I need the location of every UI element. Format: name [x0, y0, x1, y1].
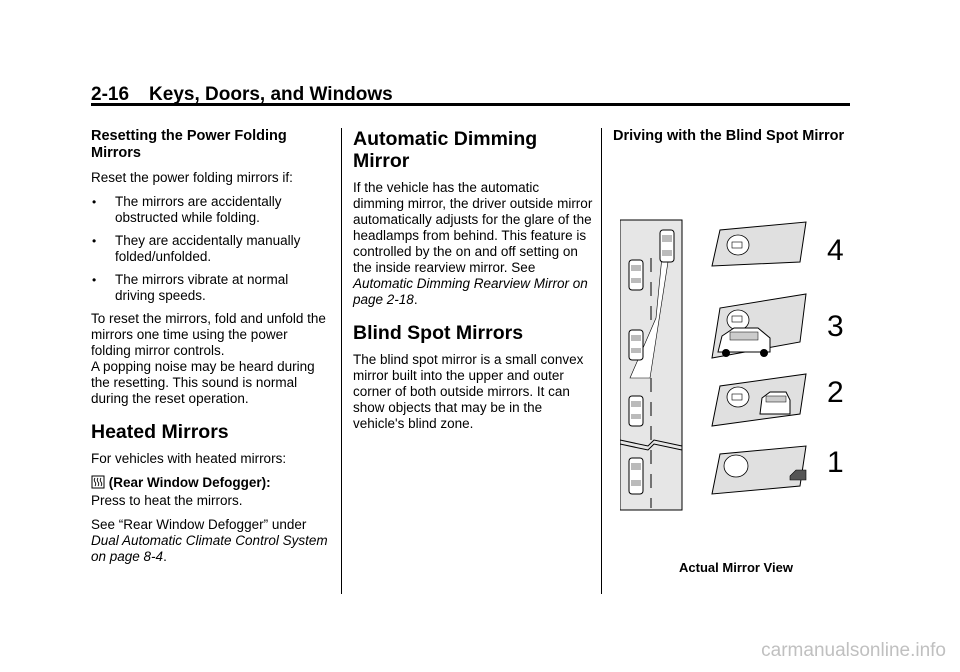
bullet-icon: •	[92, 234, 97, 248]
mirror-view-4	[711, 221, 807, 267]
mirror-number-3: 3	[827, 310, 844, 343]
reset-paragraph: To reset the mirrors, fold and unfold th…	[91, 311, 326, 358]
car-icon	[628, 457, 644, 495]
mirror-view-3	[711, 293, 807, 359]
car-icon	[628, 259, 644, 291]
road-break	[619, 439, 683, 447]
blind-spot-illustration: 4 3 2 1	[619, 218, 850, 512]
list-item: •The mirrors are accidentally obstructed…	[92, 194, 282, 225]
heated-intro: For vehicles with heated mirrors:	[91, 451, 287, 466]
defog-label: (Rear Window Defogger):	[108, 475, 271, 490]
page-number: 2-16	[91, 84, 130, 105]
reset-intro: Reset the power folding mirrors if:	[91, 170, 293, 185]
bullet-icon: •	[92, 273, 97, 287]
list-item: •They are accidentally manually folded/u…	[92, 233, 301, 264]
column-divider-1	[341, 128, 342, 594]
mirror-view-1	[711, 445, 807, 495]
auto-dimming-link[interactable]: Automatic Dimming Rearview Mirror on pag…	[353, 276, 588, 307]
column-2: Automatic Dimming Mirror If the vehicle …	[353, 128, 593, 440]
popping-paragraph: A popping noise may be heard during the …	[91, 359, 315, 406]
car-icon	[628, 329, 644, 361]
watermark: carmanualsonline.info	[761, 640, 946, 661]
column-1: Resetting the Power Folding Mirrors Rese…	[91, 128, 331, 573]
see-paragraph: See “Rear Window Defogger” under Dual Au…	[91, 517, 328, 564]
car-icon	[628, 395, 644, 427]
blind-spot-paragraph: The blind spot mirror is a small convex …	[353, 352, 584, 431]
rear-defogger-icon	[91, 475, 105, 493]
reset-bullets: •The mirrors are accidentally obstructed…	[91, 194, 331, 304]
column-divider-2	[601, 128, 602, 594]
page-header: 2-16 Keys, Doors, and Windows	[91, 84, 850, 106]
mirror-number-2: 2	[827, 376, 844, 409]
mirror-number-4: 4	[827, 234, 844, 267]
header-rule	[91, 103, 850, 106]
figure-caption: Actual Mirror View	[679, 560, 793, 575]
section-title: Keys, Doors, and Windows	[149, 84, 393, 105]
driver-car-icon	[659, 229, 675, 263]
auto-dimming-heading: Automatic Dimming Mirror	[353, 128, 538, 172]
driving-heading: Driving with the Blind Spot Mirror	[613, 128, 845, 144]
reset-heading: Resetting the Power Folding Mirrors	[91, 128, 287, 161]
defog-text: Press to heat the mirrors.	[91, 493, 243, 508]
climate-control-link[interactable]: Dual Automatic Climate Control System on…	[91, 533, 328, 564]
auto-dimming-paragraph: If the vehicle has the automatic dimming…	[353, 180, 593, 307]
mirror-number-1: 1	[827, 446, 844, 479]
bullet-icon: •	[92, 195, 97, 209]
heated-heading: Heated Mirrors	[91, 421, 229, 443]
mirror-view-2	[711, 373, 807, 427]
list-item: •The mirrors vibrate at normal driving s…	[92, 272, 289, 303]
mirror-diagram-svg: 4 3 2 1	[619, 219, 844, 511]
column-3: Driving with the Blind Spot Mirror	[613, 128, 853, 153]
blind-spot-heading: Blind Spot Mirrors	[353, 322, 524, 344]
defog-paragraph: (Rear Window Defogger): Press to heat th…	[91, 475, 331, 509]
